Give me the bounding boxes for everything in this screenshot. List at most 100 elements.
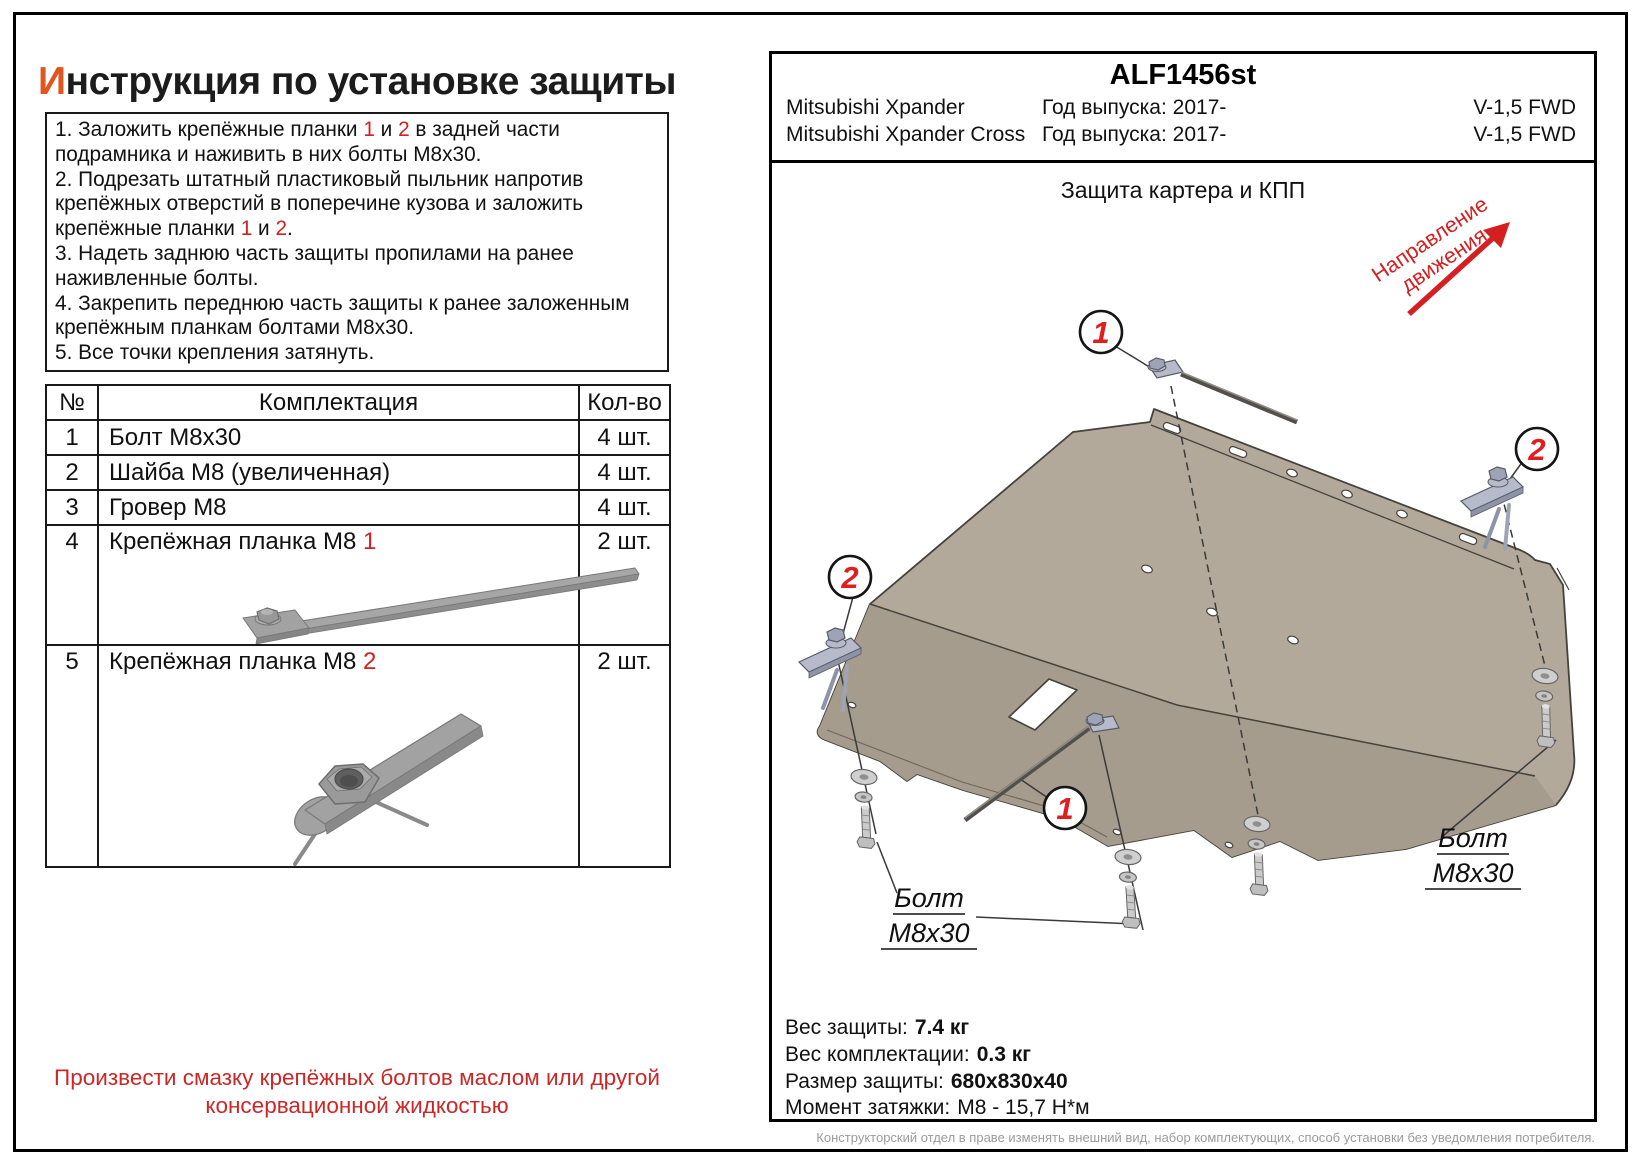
model-engine: V-1,5 FWD (1473, 122, 1576, 146)
callout-1-bottom: 1 (1042, 785, 1088, 831)
page-title: Инструкция по установке защиты (38, 60, 677, 104)
bolt-label-left: Болт М8х30 (881, 883, 977, 950)
callout-2-right: 2 (1514, 426, 1560, 472)
mount-strip-1-top (1147, 357, 1298, 425)
svg-text:М8х30: М8х30 (888, 918, 969, 948)
model-row: Mitsubishi Xpander Cross Год выпуска: 201… (772, 122, 1594, 149)
part-name-text: Гровер М8 (109, 494, 578, 522)
svg-text:1: 1 (1056, 791, 1073, 826)
col-header-qty: Кол-во (578, 384, 671, 421)
red-ref-number: 2 (363, 648, 377, 675)
text-segment: и (374, 118, 399, 141)
spec-value: 7.4 кг (914, 1016, 970, 1039)
model-name: Mitsubishi Xpander Cross (786, 122, 1026, 146)
bolt-stack-left (841, 767, 885, 850)
svg-text:1: 1 (1092, 315, 1109, 350)
callout-1-top: 1 (1078, 309, 1124, 355)
spec-row: Вес защиты: 7.4 кг (785, 1015, 1090, 1042)
text-segment: 5. Все точки крепления затянуть. (55, 341, 375, 365)
mount-strip-1-bottom (963, 712, 1120, 823)
text-segment: Болт М8х30 (109, 423, 242, 451)
instruction-item: 1. Заложить крепёжные планки 1 и 2 в зад… (55, 118, 662, 168)
col-header-name: Комплектация (97, 384, 580, 421)
text-segment: Крепёжная планка М8 (109, 648, 363, 675)
text-segment: в задней части подрамника и наживить в н… (55, 118, 560, 166)
part-name-text: Шайба М8 (увеличенная) (109, 459, 578, 487)
table-row: 5 Крепёжная планка М8 2 2 шт. (45, 644, 671, 868)
text-segment: 1. Заложить крепёжные планки (55, 118, 364, 141)
callout-2-left: 2 (827, 554, 873, 600)
part-qty: 2 шт. (578, 644, 671, 868)
service-hole (1008, 678, 1078, 731)
part-name: Крепёжная планка М8 2 (97, 644, 580, 868)
bolt-axis-dashed-1 (1170, 385, 1259, 816)
manufacturer-disclaimer: Конструкторский отдел в праве изменять в… (816, 1130, 1595, 1145)
part-number: 4 (45, 524, 99, 646)
part-number: 2 (45, 454, 99, 491)
part-code: ALF1456st (1109, 59, 1257, 91)
spec-label: Вес комплектации: (785, 1042, 970, 1066)
part-name: Шайба М8 (увеличенная) (97, 454, 580, 491)
model-year: Год выпуска: 2017- (1042, 122, 1227, 146)
part-number: 1 (45, 419, 99, 456)
direction-arrow (1407, 222, 1510, 317)
spec-row: Момент затяжки:М8 - 15,7 Н*м (785, 1095, 1090, 1122)
bolt-stack-center (1107, 847, 1149, 930)
part-name: Болт М8х30 (97, 419, 580, 456)
part-name: Гровер М8 (97, 489, 580, 526)
spec-label: Вес защиты: (785, 1016, 908, 1039)
text-segment: Крепёжная планка М8 (109, 528, 363, 555)
instruction-item: 3. Надеть заднюю часть защиты пропилами … (55, 242, 662, 292)
instruction-item: 4. Закрепить переднюю часть защиты к ран… (55, 292, 662, 342)
text-segment: 3. Надеть заднюю часть защиты пропилами … (55, 241, 574, 290)
svg-text:Болт: Болт (894, 883, 964, 913)
technical-drawing: 1 2 2 1 Болт М8х30 Болт (797, 192, 1576, 950)
text-segment: 2. Подрезать штатный пластиковый пыльник… (55, 167, 584, 241)
svg-text:2: 2 (1527, 432, 1545, 467)
spec-label: Момент затяжки: (785, 1096, 951, 1120)
bolt-label-right: Болт М8х30 (1425, 823, 1521, 890)
part-name-text: Крепёжная планка М8 1 (109, 528, 578, 556)
text-segment: Гровер М8 (109, 493, 227, 521)
part-number: 5 (45, 644, 99, 868)
part-name-text: Крепёжная планка М8 2 (109, 648, 578, 676)
page-title-first-letter: И (38, 60, 66, 104)
part-name-text: Болт М8х30 (109, 424, 578, 452)
svg-text:М8х30: М8х30 (1432, 858, 1513, 888)
part-qty: 4 шт. (578, 489, 671, 526)
spec-value: М8 - 15,7 Н*м (957, 1096, 1090, 1120)
mount-strip-1-image (242, 567, 640, 644)
spec-value: 680х830х40 (950, 1069, 1068, 1093)
red-ref-number: 1 (363, 118, 375, 141)
drawing-title: Защита картера и КПП (1060, 177, 1306, 203)
model-name: Mitsubishi Xpander (786, 96, 965, 119)
spec-label: Размер защиты: (785, 1069, 944, 1093)
model-row: Mitsubishi Xpander Год выпуска: 2017- V-1,… (772, 95, 1594, 122)
text-segment: 4. Закрепить переднюю часть защиты к ран… (55, 291, 630, 340)
text-segment: . (287, 217, 293, 241)
model-year: Год выпуска: 2017- (1042, 96, 1227, 119)
part-qty: 4 шт. (578, 419, 671, 456)
spec-row: Размер защиты:680х830х40 (785, 1069, 1090, 1096)
red-ref-number: 1 (240, 217, 253, 241)
mount-strip-2-image (293, 713, 484, 866)
skid-plate (816, 408, 1576, 861)
spec-value: 0.3 кг (976, 1042, 1031, 1066)
spec-row: Вес комплектации:0.3 кг (785, 1042, 1090, 1069)
instruction-item: 5. Все точки крепления затянуть. (55, 341, 662, 366)
model-engine: V-1,5 FWD (1473, 96, 1576, 119)
text-segment: и (252, 217, 276, 241)
installation-steps-box: 1. Заложить крепёжные планки 1 и 2 в зад… (45, 112, 669, 372)
text-segment: Шайба М8 (увеличенная) (109, 458, 391, 486)
drawing-box: Защита картера и КПП (769, 160, 1597, 1122)
red-ref-number: 2 (275, 217, 288, 241)
part-name: Крепёжная планка М8 1 (97, 524, 640, 646)
table-row: 1 Болт М8х30 4 шт. (45, 419, 671, 456)
parts-table-header-row: № Комплектация Кол-во (45, 384, 671, 421)
